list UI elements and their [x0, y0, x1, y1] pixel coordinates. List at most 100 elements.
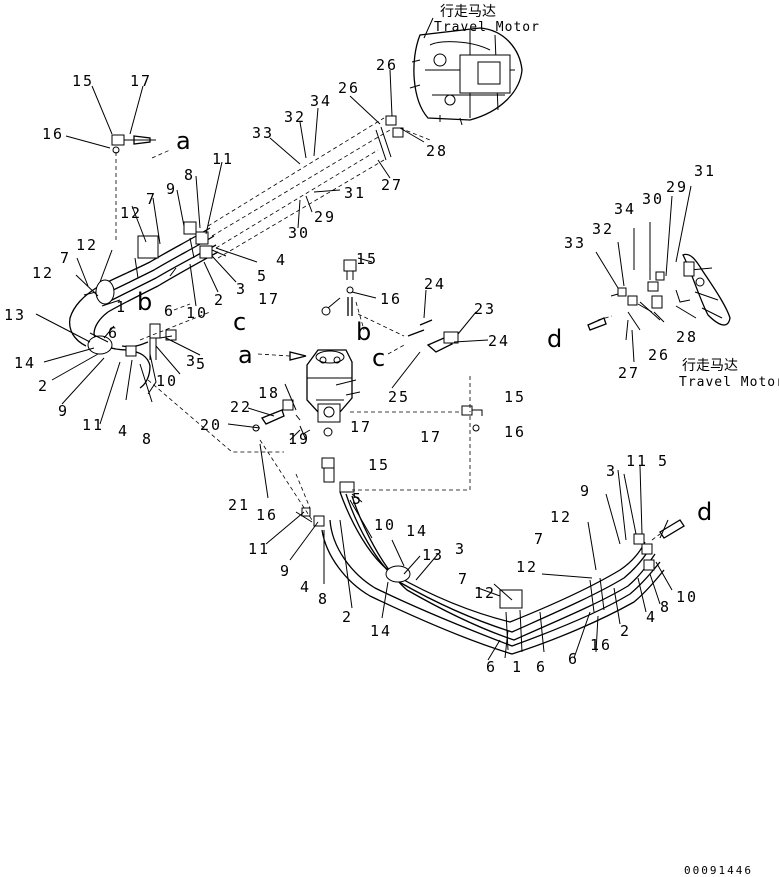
callout-6: 6: [536, 658, 547, 676]
callout-8: 8: [318, 590, 329, 608]
callout-16: 16: [256, 506, 278, 524]
travel-motor-right: [675, 253, 731, 326]
callout-20: 20: [200, 416, 222, 434]
travel-motor-en: Travel Motor: [679, 375, 779, 390]
callout-18: 18: [258, 384, 280, 402]
callout-4: 4: [276, 251, 287, 269]
travel-motor-cn: 行走马达: [440, 4, 496, 20]
hose-bundle-upper: [68, 221, 219, 389]
travel-motor-top-label: 行走马达 Travel Motor: [423, 4, 540, 39]
swivel-fittings: [252, 259, 483, 483]
callout-1: 1: [512, 658, 523, 676]
callout-32: 32: [284, 108, 306, 126]
callout-14: 14: [14, 354, 36, 372]
callout-19: 19: [288, 430, 310, 448]
callout-5: 5: [257, 267, 268, 285]
callout-5: 5: [196, 355, 207, 373]
port-letter-a: a: [176, 127, 191, 155]
callout-7: 7: [534, 530, 545, 548]
travel-motor-en: Travel Motor: [434, 20, 540, 35]
callout-32: 32: [592, 220, 614, 238]
callout-11: 11: [248, 540, 270, 558]
callout-26: 26: [338, 79, 360, 97]
travel-motor-cn: 行走马达: [682, 358, 738, 374]
callout-12: 12: [32, 264, 54, 282]
callout-16: 16: [504, 423, 526, 441]
port-letter-c: c: [372, 344, 385, 372]
motor-fittings-top: [375, 115, 431, 161]
callout-11: 11: [626, 452, 648, 470]
callout-7: 7: [146, 190, 157, 208]
callout-16: 16: [590, 636, 612, 654]
callout-2: 2: [342, 608, 353, 626]
callout-17: 17: [258, 290, 280, 308]
callout-3: 3: [455, 540, 466, 558]
callout-29: 29: [314, 208, 336, 226]
callout-9: 9: [580, 482, 591, 500]
port-letter-d: d: [697, 498, 712, 526]
callout-4: 4: [118, 422, 129, 440]
callout-16: 16: [42, 125, 64, 143]
callout-15: 15: [504, 388, 526, 406]
callout-29: 29: [666, 178, 688, 196]
callout-10: 10: [676, 588, 698, 606]
callout-28: 28: [426, 142, 448, 160]
port-arrows: [151, 149, 407, 361]
callout-17: 17: [420, 428, 442, 446]
callout-numbers: 15 17 16 33 32 34 26 26 28 27 31 29 30 1…: [4, 56, 716, 676]
callout-25: 25: [388, 388, 410, 406]
callout-34: 34: [310, 92, 332, 110]
port-letter-c: c: [233, 308, 246, 336]
callout-15: 15: [356, 250, 378, 268]
leader-lines: [35, 69, 697, 661]
callout-12: 12: [120, 204, 142, 222]
dash-lines-top: [115, 117, 405, 453]
callout-7: 7: [458, 570, 469, 588]
callout-15: 15: [368, 456, 390, 474]
callout-9: 9: [58, 402, 69, 420]
port-letter-a: a: [238, 341, 253, 369]
callout-12: 12: [76, 236, 98, 254]
port-letter-b: b: [137, 288, 152, 316]
callout-34: 34: [614, 200, 636, 218]
callout-22: 22: [230, 398, 252, 416]
travel-motor-right-label: 行走马达 Travel Motor: [679, 358, 779, 390]
callout-24: 24: [424, 275, 446, 293]
callout-9: 9: [166, 180, 177, 198]
callout-12: 12: [550, 508, 572, 526]
swivel-joint: [306, 349, 361, 423]
callout-14: 14: [406, 522, 428, 540]
callout-8: 8: [142, 430, 153, 448]
callout-10: 10: [186, 304, 208, 322]
callout-17: 17: [350, 418, 372, 436]
callout-6: 6: [108, 324, 119, 342]
callout-2: 2: [214, 291, 225, 309]
motor-fittings-right: [587, 271, 665, 331]
callout-6: 6: [486, 658, 497, 676]
port-letter-b: b: [356, 318, 371, 346]
callout-26: 26: [648, 346, 670, 364]
fitting-15-17-top: [111, 134, 151, 154]
port-letter-d: d: [547, 325, 562, 353]
callout-8: 8: [660, 598, 671, 616]
callout-27: 27: [381, 176, 403, 194]
callout-8: 8: [184, 166, 195, 184]
callout-3: 3: [186, 352, 197, 370]
callout-33: 33: [252, 124, 274, 142]
callout-2: 2: [620, 622, 631, 640]
callout-5: 5: [352, 490, 363, 508]
callout-12: 12: [516, 558, 538, 576]
callout-3: 3: [606, 462, 617, 480]
callout-31: 31: [344, 184, 366, 202]
callout-24: 24: [488, 332, 510, 350]
callout-15: 15: [72, 72, 94, 90]
drawing-code: 00091446: [684, 864, 753, 877]
callout-7: 7: [60, 249, 71, 267]
callout-11: 11: [82, 416, 104, 434]
callout-28: 28: [676, 328, 698, 346]
callout-31: 31: [694, 162, 716, 180]
callout-6: 6: [568, 650, 579, 668]
callout-26: 26: [376, 56, 398, 74]
callout-16: 16: [380, 290, 402, 308]
